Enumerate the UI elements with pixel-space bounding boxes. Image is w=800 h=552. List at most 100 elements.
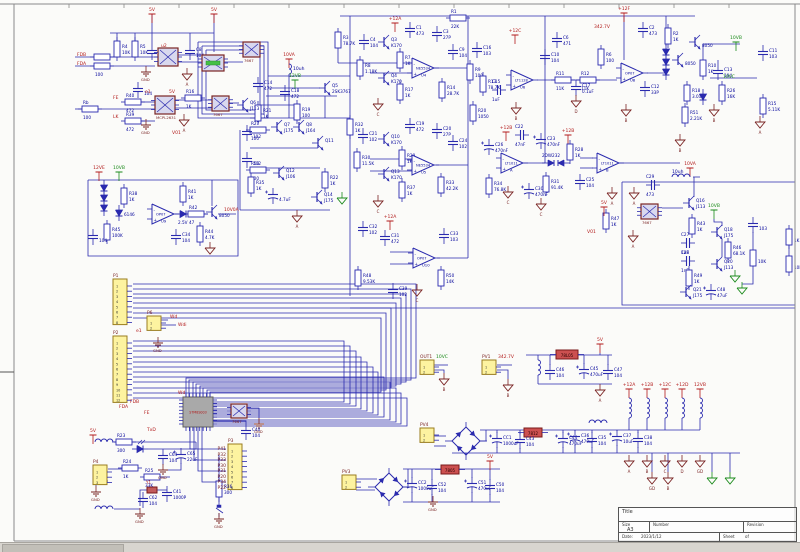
power-port[interactable]: 5V <box>148 7 156 23</box>
ground-symbol[interactable]: A <box>628 187 640 206</box>
scrollbar-thumb[interactable] <box>2 544 124 552</box>
ground-symbol[interactable]: GND <box>153 337 163 353</box>
power-port[interactable]: +12B <box>562 128 575 144</box>
power-port[interactable]: 5V <box>89 428 97 444</box>
ground-symbol[interactable]: B <box>708 104 720 123</box>
inductor[interactable] <box>628 397 632 419</box>
ground-symbol[interactable]: D <box>676 455 688 474</box>
ground-symbol[interactable] <box>724 472 736 485</box>
inductor[interactable] <box>94 505 114 510</box>
power-port[interactable]: 5V <box>210 7 218 23</box>
zener-pair[interactable]: 2DW232 <box>542 153 570 167</box>
ground-symbol[interactable]: GND <box>214 513 224 529</box>
bridge-rectifier[interactable] <box>368 468 410 506</box>
power-port[interactable]: +12C <box>659 382 672 398</box>
ic-chip[interactable] <box>198 54 228 72</box>
diode[interactable] <box>699 89 708 105</box>
transistor[interactable]: 8050 <box>672 52 696 68</box>
power-port[interactable]: 12VB <box>694 382 706 398</box>
led[interactable] <box>132 439 148 454</box>
ic-chip[interactable]: 7667 <box>239 41 264 63</box>
ground-symbol[interactable]: GND <box>141 66 151 82</box>
power-port[interactable]: 5V <box>596 337 604 353</box>
power-port[interactable]: 10VA <box>283 52 296 68</box>
transistor[interactable]: 8050 <box>206 204 230 220</box>
inductor[interactable] <box>588 419 608 424</box>
power-port[interactable]: 12VB <box>289 73 301 89</box>
ground-symbol[interactable]: A <box>181 68 193 87</box>
inductor[interactable] <box>681 397 685 419</box>
ground-symbol[interactable]: C <box>659 455 671 474</box>
ground-symbol[interactable]: GND <box>158 464 168 480</box>
power-port[interactable]: +12A <box>623 382 636 398</box>
resistor[interactable]: R81.18K <box>356 56 377 80</box>
capacitor[interactable]: 103 <box>748 217 767 233</box>
crystal[interactable]: Y1 <box>144 480 160 494</box>
voltage-regulator[interactable]: 78L05 <box>550 349 584 360</box>
power-port[interactable]: +12F <box>618 6 630 22</box>
ground-symbol[interactable]: D <box>570 95 582 114</box>
ic-chip[interactable]: 7667 <box>227 403 251 424</box>
capacitor[interactable]: 104 <box>133 82 152 98</box>
power-port[interactable]: 10VA <box>684 161 697 177</box>
ic-chip[interactable]: MCPL2631 <box>151 95 179 120</box>
resistor[interactable]: 1K <box>785 225 800 249</box>
ground-symbol[interactable]: A <box>178 114 190 133</box>
ic-chip[interactable] <box>154 47 182 67</box>
ground-symbol[interactable]: A <box>623 455 635 474</box>
